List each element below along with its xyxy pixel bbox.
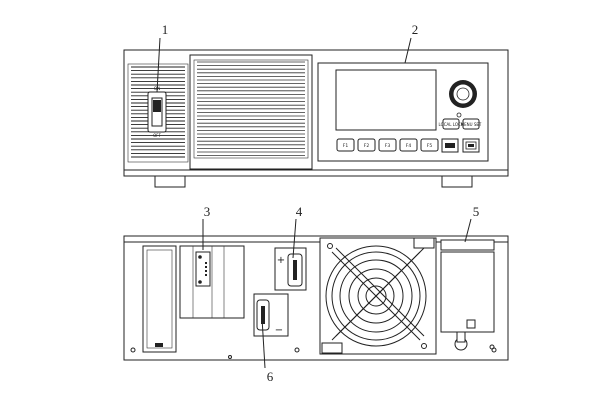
front-view: ON OFF LOCAL LOCK MENU SET (123, 49, 509, 188)
rear-cover-plate (440, 239, 495, 351)
positive-output-terminal[interactable]: + (274, 247, 307, 291)
lcd-display (335, 69, 437, 131)
callout-2: 2 (404, 22, 419, 64)
function-key-3[interactable]: F3 (378, 138, 397, 152)
function-key-1[interactable]: F1 (336, 138, 355, 152)
menu-set-button[interactable]: MENU SET (461, 118, 482, 130)
front-foot-right (441, 175, 473, 188)
function-keys: F1 F2 F3 F4 F5 (336, 138, 439, 152)
callout-4: 4 (292, 204, 303, 259)
function-key-5[interactable]: F5 (420, 138, 439, 152)
center-vent-grille (189, 54, 313, 170)
svg-text:6: 6 (267, 369, 274, 384)
svg-text:F4: F4 (406, 143, 412, 149)
indicator-icon (456, 112, 462, 118)
svg-text:1: 1 (162, 22, 169, 37)
rear-blank-plate (142, 245, 177, 353)
svg-text:3: 3 (204, 204, 211, 219)
plus-sign: + (277, 255, 285, 266)
cooling-fan (319, 237, 437, 355)
svg-text:LOCAL LOCK: LOCAL LOCK (439, 122, 464, 127)
negative-output-terminal[interactable]: − (253, 293, 289, 337)
power-switch[interactable]: ON OFF (147, 86, 167, 138)
svg-text:MENU SET: MENU SET (461, 122, 482, 127)
svg-text:2: 2 (412, 22, 419, 37)
svg-text:5: 5 (473, 204, 480, 219)
svg-text:F1: F1 (343, 143, 349, 149)
rotary-knob[interactable] (449, 80, 477, 108)
callout-3: 3 (202, 204, 211, 250)
callout-5: 5 (464, 204, 480, 243)
local-lock-button[interactable]: LOCAL LOCK (439, 118, 464, 130)
function-key-2[interactable]: F2 (357, 138, 376, 152)
front-foot-left (154, 175, 186, 188)
usb-port[interactable] (441, 138, 459, 153)
callout-6: 6 (261, 317, 274, 384)
callout-1: 1 (156, 22, 169, 93)
svg-text:F2: F2 (364, 143, 370, 149)
svg-text:4: 4 (296, 204, 303, 219)
rear-interface-module (179, 245, 245, 319)
svg-text:F5: F5 (427, 143, 433, 149)
lan-port[interactable] (462, 138, 480, 153)
power-off-label: OFF (153, 133, 161, 138)
minus-sign: − (275, 325, 283, 336)
rear-view: + − (123, 235, 509, 361)
front-control-panel: LOCAL LOCK MENU SET F1 F2 F3 F4 F5 (317, 62, 489, 162)
function-key-4[interactable]: F4 (399, 138, 418, 152)
svg-text:F3: F3 (385, 143, 391, 149)
